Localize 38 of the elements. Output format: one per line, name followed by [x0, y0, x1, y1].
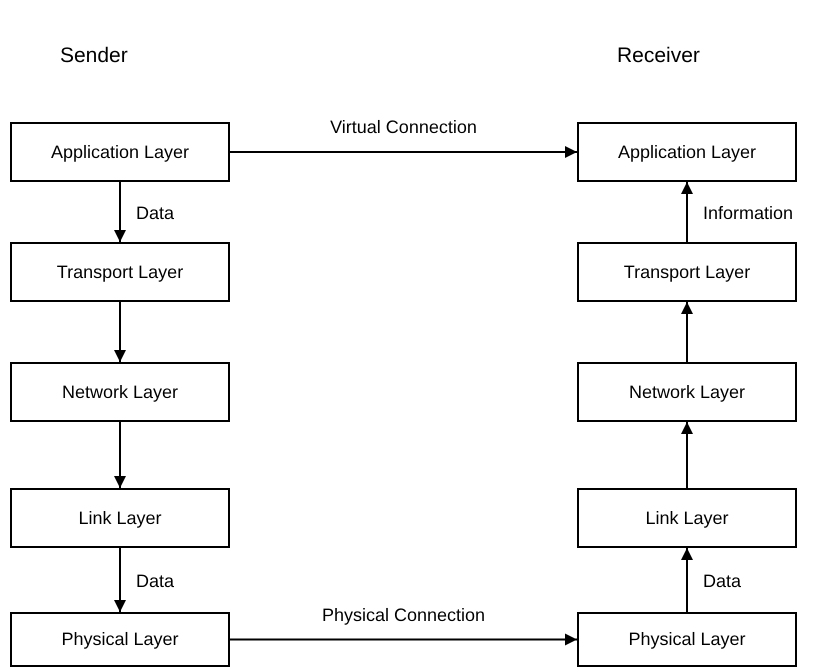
arrow — [114, 548, 126, 612]
layer-box — [10, 488, 230, 548]
layer-box — [577, 362, 797, 422]
layer-name: Application Layer — [50, 140, 190, 164]
layer-name: Transport Layer — [624, 260, 750, 284]
layer-name: Network Layer — [628, 380, 746, 404]
arrow — [681, 302, 693, 362]
arrow — [230, 146, 577, 158]
layer-box — [577, 242, 797, 302]
edge-label: Information — [703, 202, 794, 225]
layer-name: Link Layer — [78, 506, 162, 530]
edge-label: Data — [136, 202, 174, 225]
arrow — [114, 302, 126, 362]
arrow — [681, 182, 693, 242]
layer-box — [10, 362, 230, 422]
arrow — [681, 548, 693, 612]
layer-name: Physical Layer — [61, 628, 179, 651]
layer-name: Application Layer — [618, 140, 756, 164]
layer-name: Link Layer — [645, 506, 729, 530]
arrow — [114, 182, 126, 242]
column-heading: Receiver — [617, 43, 700, 69]
edge-label: Data — [136, 570, 174, 593]
layer-box — [10, 612, 230, 667]
layer-name: Network Layer — [62, 380, 178, 404]
arrow — [114, 422, 126, 488]
layer-box — [577, 488, 797, 548]
arrow — [681, 422, 693, 488]
layer-box — [10, 242, 230, 302]
edge-label: Physical Connection — [320, 604, 486, 627]
edge-label: Data — [703, 570, 742, 593]
layer-box — [10, 122, 230, 182]
layer-name: Transport Layer — [56, 260, 184, 284]
edge-label: Virtual Connection — [329, 116, 478, 139]
layer-box — [577, 122, 797, 182]
layer-name: Physical Layer — [628, 628, 746, 651]
column-heading: Sender — [60, 43, 128, 69]
arrow — [230, 634, 577, 646]
layer-box — [577, 612, 797, 667]
